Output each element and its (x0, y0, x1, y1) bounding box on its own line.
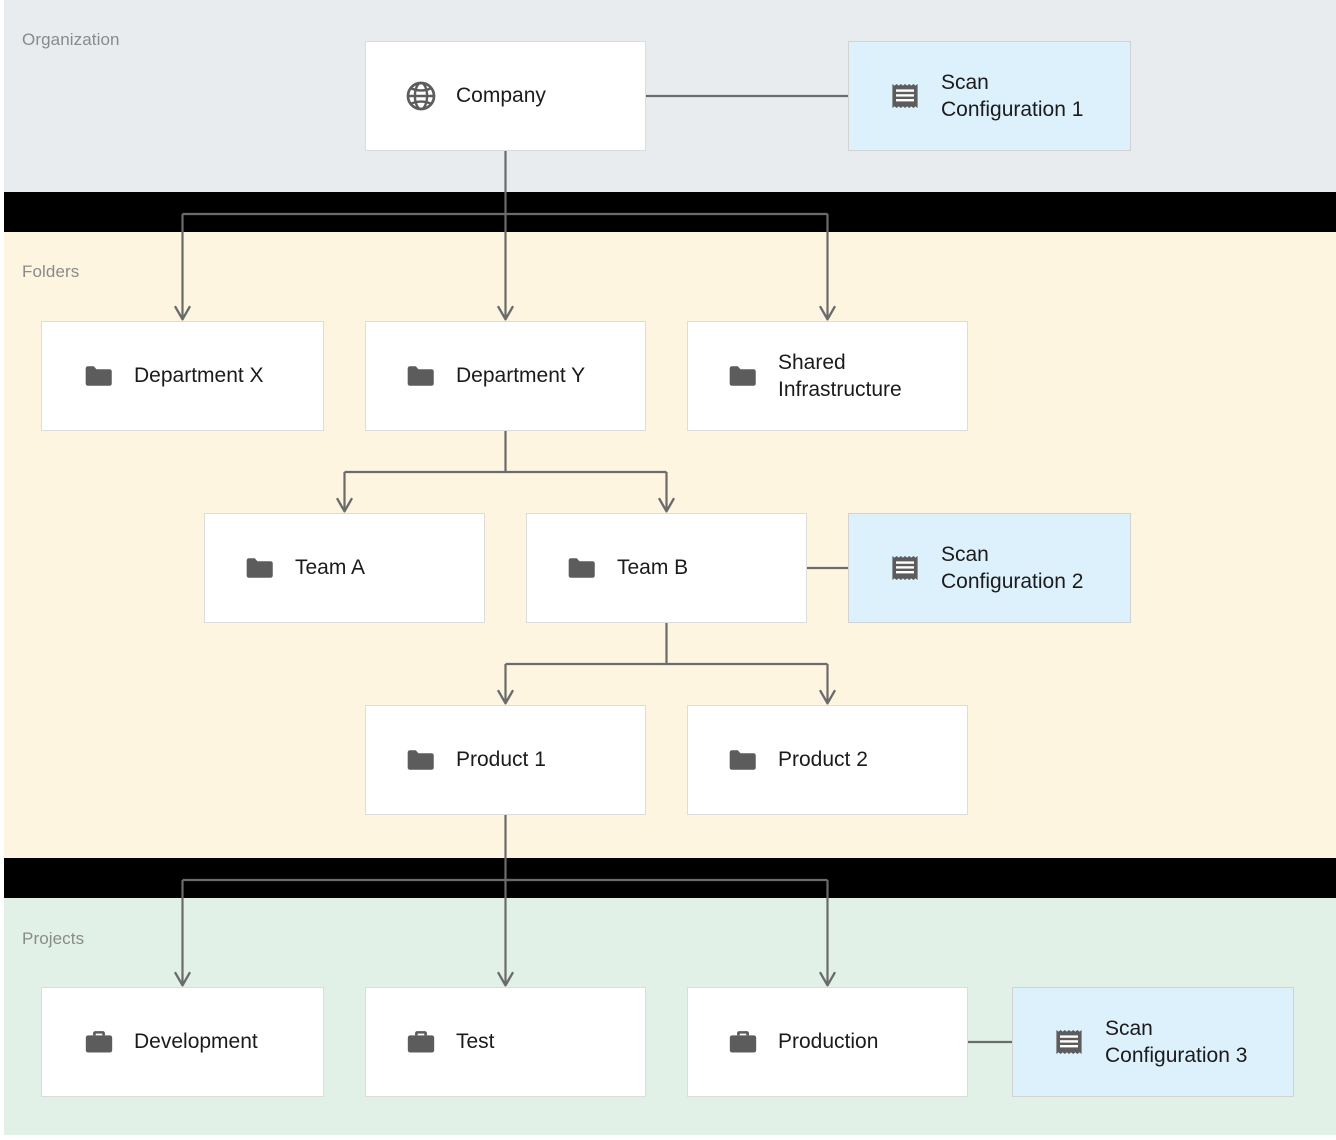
node-label: Scan Configuration 3 (1105, 1016, 1248, 1067)
band-label-folders: Folders (22, 262, 80, 281)
node-label: Product 1 (456, 748, 546, 772)
node-test[interactable]: Test (365, 987, 646, 1097)
node-production[interactable]: Production (687, 987, 968, 1097)
node-label: Production (778, 1030, 879, 1054)
node-team-b[interactable]: Team B (526, 513, 807, 623)
briefcase-icon (404, 1025, 438, 1059)
node-scan3[interactable]: Scan Configuration 3 (1012, 987, 1294, 1097)
band-organization (0, 0, 1336, 192)
folder-icon (726, 359, 760, 393)
node-label: Company (456, 84, 546, 108)
node-scan2[interactable]: Scan Configuration 2 (848, 513, 1131, 623)
node-label: Department Y (456, 364, 586, 388)
folder-icon (726, 743, 760, 777)
node-scan1[interactable]: Scan Configuration 1 (848, 41, 1131, 151)
node-team-a[interactable]: Team A (204, 513, 485, 623)
briefcase-icon (726, 1025, 760, 1059)
node-label: Development (134, 1030, 258, 1054)
node-dept-y[interactable]: Department Y (365, 321, 646, 431)
node-label: Department X (134, 364, 264, 388)
node-label: Product 2 (778, 748, 868, 772)
left-margin-strip (0, 0, 4, 1140)
folder-icon (404, 743, 438, 777)
folder-icon (565, 551, 599, 585)
node-label: Team B (617, 556, 689, 580)
node-label: Scan Configuration 2 (941, 542, 1084, 593)
node-development[interactable]: Development (41, 987, 324, 1097)
receipt-icon (1051, 1024, 1087, 1060)
node-shared-inf[interactable]: Shared Infrastructure (687, 321, 968, 431)
receipt-icon (887, 550, 923, 586)
globe-icon (404, 79, 438, 113)
folder-icon (243, 551, 277, 585)
node-product-2[interactable]: Product 2 (687, 705, 968, 815)
node-label: Scan Configuration 1 (941, 70, 1084, 121)
node-product-1[interactable]: Product 1 (365, 705, 646, 815)
band-label-organization: Organization (22, 30, 120, 49)
briefcase-icon (82, 1025, 116, 1059)
folder-icon (82, 359, 116, 393)
receipt-icon (887, 78, 923, 114)
node-company[interactable]: Company (365, 41, 646, 151)
node-dept-x[interactable]: Department X (41, 321, 324, 431)
band-label-projects: Projects (22, 929, 85, 948)
node-label: Team A (295, 556, 366, 580)
band-divider-2 (0, 858, 1336, 898)
band-divider-1 (0, 192, 1336, 232)
node-label: Test (456, 1030, 495, 1054)
folder-icon (404, 359, 438, 393)
node-label: Shared Infrastructure (778, 350, 902, 401)
